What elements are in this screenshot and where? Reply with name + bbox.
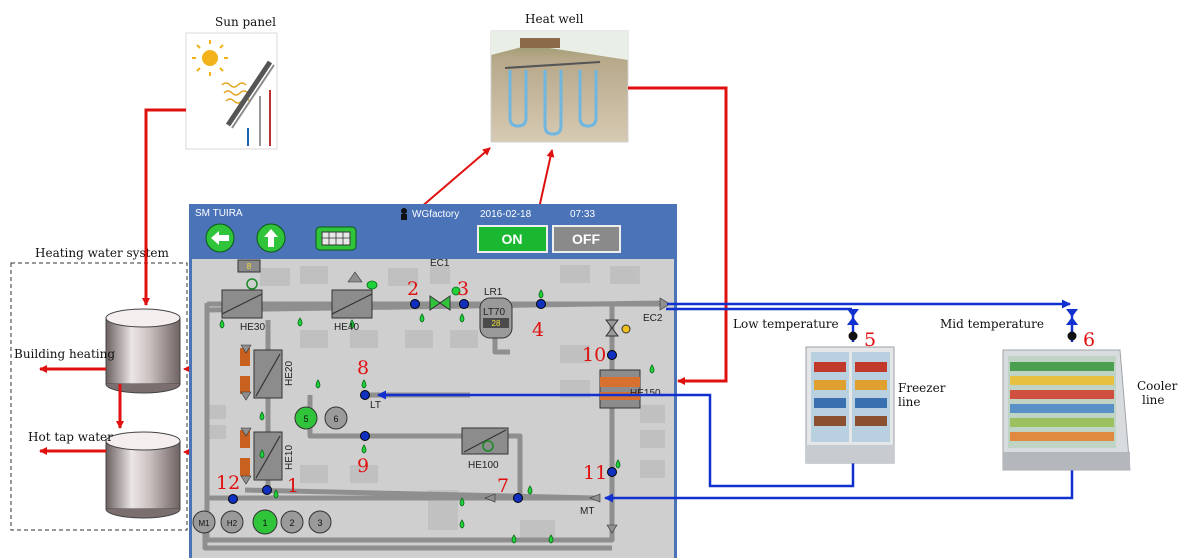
point-number-10: 10 bbox=[582, 344, 606, 366]
sun-panel-label: Sun panel bbox=[215, 15, 276, 29]
lr1-label: LR1 bbox=[484, 287, 503, 298]
hmi-station-name: SM TUIRA bbox=[195, 208, 243, 219]
hmi-date: 2016-02-18 bbox=[480, 209, 532, 220]
pump-1[interactable]: 1 bbox=[253, 510, 277, 534]
building-heating-label: Building heating bbox=[14, 347, 115, 361]
heat-well-image bbox=[491, 31, 628, 142]
point-number-4: 4 bbox=[532, 319, 544, 341]
he30-label: HE30 bbox=[240, 322, 265, 333]
he10-label: HE10 bbox=[284, 445, 295, 470]
heat-well-label: Heat well bbox=[525, 12, 584, 26]
hot-tap-water-tank bbox=[106, 432, 180, 518]
svg-text:5: 5 bbox=[303, 414, 308, 424]
cooler-line-label-1: Cooler bbox=[1137, 379, 1178, 393]
he20-label: HE20 bbox=[284, 361, 295, 386]
hmi-time: 07:33 bbox=[570, 209, 595, 220]
pump-2[interactable]: 2 bbox=[281, 511, 303, 533]
freezer-line-label-1: Freezer bbox=[898, 381, 946, 395]
heating-water-system-label: Heating water system bbox=[35, 246, 170, 260]
lt-label: LT bbox=[370, 400, 381, 411]
point-number-8: 8 bbox=[357, 357, 369, 379]
hot-tap-water-label: Hot tap water bbox=[28, 430, 113, 444]
freezer-line-label-2: line bbox=[898, 395, 921, 409]
lt70-label: LT70 bbox=[483, 307, 505, 318]
point-number-5: 5 bbox=[864, 329, 876, 351]
svg-text:H2: H2 bbox=[227, 519, 238, 528]
hmi-screen: SM TUIRA WGfactory 2016-02-18 07:33 ON bbox=[189, 204, 677, 558]
building-heating-tank bbox=[106, 309, 180, 393]
ec2-label: EC2 bbox=[643, 313, 663, 324]
svg-text:1: 1 bbox=[262, 518, 267, 528]
cooler-cabinet-image bbox=[1003, 350, 1130, 470]
point-number-12: 12 bbox=[216, 472, 240, 494]
point-number-7: 7 bbox=[497, 475, 509, 497]
he30-value: 8 bbox=[247, 262, 252, 271]
svg-text:3: 3 bbox=[317, 518, 322, 528]
off-button[interactable]: OFF bbox=[553, 226, 620, 252]
ec1-label: EC1 bbox=[430, 258, 450, 269]
pump-h2[interactable]: H2 bbox=[221, 511, 243, 533]
he150-label: HE150 bbox=[630, 388, 661, 399]
hmi-user: WGfactory bbox=[412, 209, 459, 220]
mid-temperature-label: Mid temperature bbox=[940, 317, 1044, 331]
svg-text:2: 2 bbox=[289, 518, 294, 528]
off-button-label: OFF bbox=[572, 231, 600, 247]
mt-label: MT bbox=[580, 506, 594, 517]
on-button[interactable]: ON bbox=[478, 226, 547, 252]
pump-5[interactable]: 5 bbox=[295, 407, 317, 429]
sun-panel-image bbox=[186, 33, 277, 149]
up-button[interactable] bbox=[257, 224, 285, 252]
point-number-3: 3 bbox=[457, 278, 469, 300]
point-number-2: 2 bbox=[407, 278, 419, 300]
pump-m1[interactable]: M1 bbox=[193, 511, 215, 533]
low-temperature-label: Low temperature bbox=[733, 317, 839, 331]
point-number-6: 6 bbox=[1083, 329, 1095, 351]
on-button-label: ON bbox=[502, 231, 523, 247]
lt70-value: 28 bbox=[492, 319, 501, 328]
cooler-line-label-2: line bbox=[1142, 393, 1165, 407]
he40-label: HE40 bbox=[334, 322, 359, 333]
svg-text:M1: M1 bbox=[198, 519, 210, 528]
mid-temp-valve bbox=[1066, 309, 1078, 341]
svg-text:6: 6 bbox=[333, 414, 338, 424]
grid-view-button[interactable] bbox=[316, 227, 356, 250]
user-icon bbox=[401, 208, 407, 214]
he100-label: HE100 bbox=[468, 460, 499, 471]
lr1-receiver: 28 bbox=[480, 298, 512, 338]
pump-6[interactable]: 6 bbox=[325, 407, 347, 429]
sun-icon bbox=[202, 50, 218, 66]
point-number-11: 11 bbox=[583, 462, 607, 484]
point-number-1: 1 bbox=[287, 475, 299, 497]
pump-3[interactable]: 3 bbox=[309, 511, 331, 533]
point-number-9: 9 bbox=[357, 455, 369, 477]
back-button[interactable] bbox=[206, 224, 234, 252]
freezer-cabinet-image bbox=[806, 347, 894, 463]
low-temp-valve bbox=[847, 309, 859, 341]
